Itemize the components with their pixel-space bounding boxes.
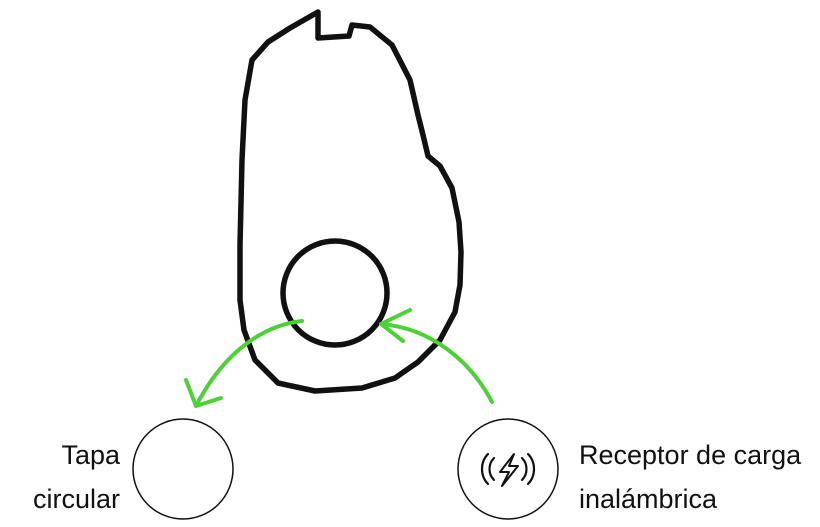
wireless-charging-icon <box>457 418 559 520</box>
arrow-left-head <box>184 378 223 408</box>
label-receptor-line2: inalámbrica <box>579 484 718 514</box>
mouse-outline-icon <box>237 9 464 394</box>
mouse-bottom-circle <box>280 238 390 348</box>
arrow-left <box>194 319 304 408</box>
label-tapa-line2: circular <box>32 484 120 514</box>
arrow-right <box>379 322 494 404</box>
arrow-right-head <box>379 308 412 343</box>
label-receptor-line1: Receptor de carga <box>579 440 802 470</box>
circular-cover-icon <box>132 418 234 520</box>
label-tapa-line1: Tapa <box>61 440 120 470</box>
